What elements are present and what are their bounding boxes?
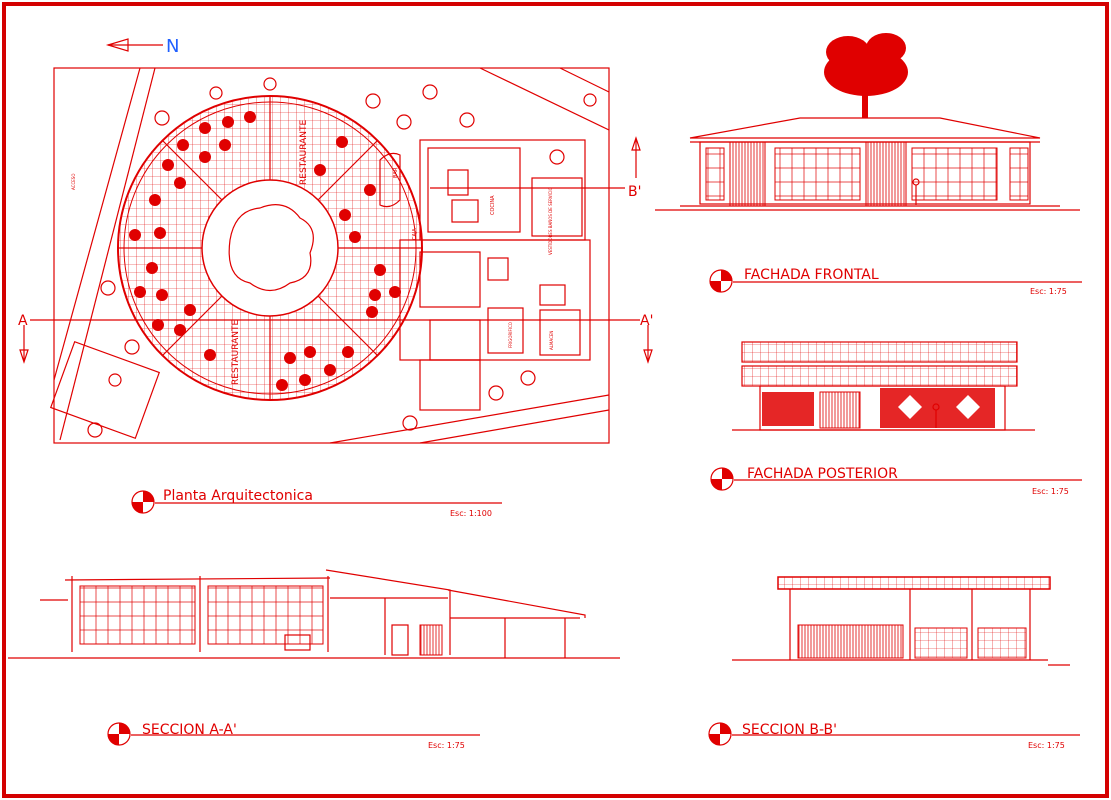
label-restaurant-bottom: RESTAURANTE [231,320,241,385]
seccion-aa-drawing [8,569,620,659]
fachada-posterior-title-block: FACHADA POSTERIOR Esc: 1:75 [710,466,1082,496]
plan-title-block: Planta Arquitectonica Esc: 1:100 [131,488,502,518]
seccion-bb-title-block: SECCION B-B' Esc: 1:75 [708,722,1080,750]
floor-plan: RESTAURANTE RESTAURANTE COCINA BAR CAJA … [18,67,653,444]
label-cocina: COCINA [490,195,496,215]
fachada-posterior-scale: Esc: 1:75 [1032,487,1069,496]
fachada-frontal-scale: Esc: 1:75 [1030,287,1067,296]
label-bar: BAR [393,167,399,178]
seccion-aa-scale: Esc: 1:75 [428,741,465,750]
north-arrow: N [105,36,179,57]
roof-tree-icon [824,33,908,118]
label-restaurant-top: RESTAURANTE [299,120,309,185]
fachada-frontal-title-block: FACHADA FRONTAL Esc: 1:75 [709,267,1082,296]
plan-scale: Esc: 1:100 [450,509,492,518]
label-vestidores: VESTIDORES BAÑOS DE SERVICIO [548,187,553,255]
seccion-bb-scale: Esc: 1:75 [1028,741,1065,750]
fachada-frontal-drawing [655,33,1080,211]
label-caja: CAJA [412,228,418,240]
seccion-aa-title: SECCION A-A' [142,722,237,738]
fachada-frontal-title: FACHADA FRONTAL [744,267,879,283]
central-tree-icon [228,204,314,292]
seccion-aa-title-block: SECCION A-A' Esc: 1:75 [107,722,480,750]
cut-b-right: B' [628,184,641,200]
label-frigorifico: FRIGORIFICO [508,322,513,348]
seccion-bb-drawing [732,576,1070,666]
cut-a-left: A [18,313,28,329]
label-acceso: ACCESO [71,174,76,190]
cut-a-right: A' [640,313,653,329]
plan-title: Planta Arquitectonica [163,488,313,504]
label-almacen: ALMACEN [549,331,554,350]
north-label: N [166,36,179,57]
fachada-posterior-title: FACHADA POSTERIOR [747,466,898,482]
restaurant-tables [129,111,401,391]
fachada-posterior-drawing [732,341,1035,431]
site-trees [87,77,597,438]
seccion-bb-title: SECCION B-B' [742,722,837,738]
